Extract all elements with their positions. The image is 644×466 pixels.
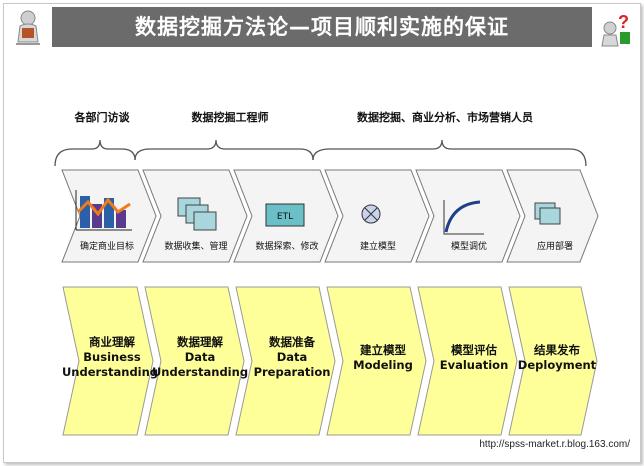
stacked-pages-icon — [534, 202, 561, 225]
group-label-engineer: 数据挖掘工程师 — [191, 111, 269, 124]
footer-url: http://spss-market.r.blog.163.com/ — [479, 439, 630, 450]
slide-title: 数据挖掘方法论—项目顺利实施的保证 — [135, 15, 509, 39]
phase-5-cn: 模型评估 — [451, 343, 497, 357]
group-label-analysts: 数据挖掘、商业分析、市场营销人员 — [357, 111, 533, 124]
title-bar: 数据挖掘方法论—项目顺利实施的保证 — [52, 7, 592, 47]
phase-2-en2: Understanding — [152, 365, 248, 379]
brace-analysts — [312, 139, 587, 167]
phase-4-en1: Modeling — [353, 358, 413, 372]
phase-6-en1: Deployment — [518, 358, 597, 372]
etl-label: ETL — [277, 212, 293, 222]
phase-chevron-5 — [417, 286, 518, 436]
thinking-figure-icon — [8, 8, 48, 48]
phase-2-en1: Data — [185, 350, 216, 364]
step-label-6: 应用部署 — [537, 240, 573, 252]
phase-1-cn: 商业理解 — [89, 335, 135, 349]
phase-chevron-1 — [62, 286, 154, 436]
step-chevron-5 — [415, 169, 521, 263]
question-figure-icon: ? — [596, 8, 636, 48]
step-label-3: 数据探索、修改 — [255, 240, 318, 252]
phase-6-cn: 结果发布 — [533, 343, 580, 357]
step-label-2: 数据收集、管理 — [164, 240, 227, 252]
group-label-interviews: 各部门访谈 — [74, 111, 130, 124]
brace-interviews — [54, 139, 136, 167]
business-goal-chart-icon — [75, 190, 132, 231]
phase-5-en1: Evaluation — [440, 358, 509, 372]
step-label-5: 模型调优 — [451, 240, 487, 252]
phase-3-en2: Preparation — [254, 365, 331, 379]
brace-engineer — [134, 139, 314, 161]
phase-chevron-6 — [508, 286, 598, 436]
cross-circle-icon — [361, 204, 381, 224]
phase-4-cn: 建立模型 — [360, 343, 406, 357]
phase-2-cn: 数据理解 — [177, 335, 223, 349]
phase-3-en1: Data — [277, 350, 308, 364]
phase-chevron-2 — [144, 286, 245, 436]
curve-graph-icon — [443, 200, 484, 235]
phase-1-en1: Business — [83, 350, 141, 364]
phase-3-cn: 数据准备 — [269, 335, 315, 349]
phase-1-en2: Understanding — [62, 365, 158, 379]
phase-chevron-3 — [235, 286, 336, 436]
etl-box-icon — [265, 203, 305, 227]
svg-text:?: ? — [618, 12, 629, 32]
step-label-4: 建立模型 — [360, 240, 396, 252]
step-label-1: 确定商业目标 — [80, 240, 134, 252]
stacked-documents-icon — [177, 197, 217, 231]
phase-chevron-4 — [326, 286, 427, 436]
